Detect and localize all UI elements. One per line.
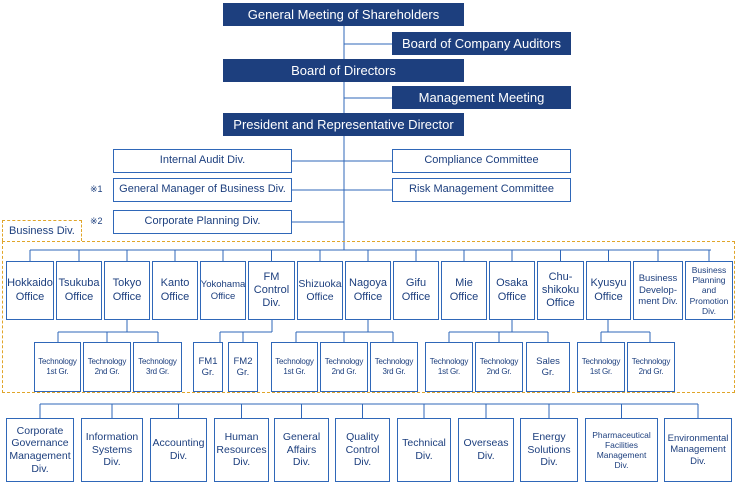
note-mark-1: ※1 xyxy=(90,184,103,194)
office-box: Business Planning and Promotion Div. xyxy=(685,261,733,320)
division-box: Energy Solutions Div. xyxy=(520,418,578,482)
group-box: Technology 1st Gr. xyxy=(425,342,473,392)
division-box: Technical Div. xyxy=(397,418,451,482)
division-box: Corporate Governance Management Div. xyxy=(6,418,74,482)
shareholders-meeting-box: General Meeting of Shareholders xyxy=(223,3,464,26)
compliance-committee-box: Compliance Committee xyxy=(392,149,571,173)
office-box: FM Control Div. xyxy=(248,261,295,320)
corporate-planning-box: Corporate Planning Div. xyxy=(113,210,292,234)
office-box: Kyusyu Office xyxy=(586,261,631,320)
office-box: Business Develop- ment Div. xyxy=(633,261,683,320)
group-box: Technology 2nd Gr. xyxy=(627,342,675,392)
group-box: Technology 2nd Gr. xyxy=(320,342,368,392)
office-box: Chu- shikoku Office xyxy=(537,261,584,320)
office-box: Nagoya Office xyxy=(345,261,391,320)
office-box: Kanto Office xyxy=(152,261,198,320)
office-box: Tsukuba Office xyxy=(56,261,102,320)
group-box: Technology 1st Gr. xyxy=(577,342,625,392)
division-box: Environmental Management Div. xyxy=(664,418,732,482)
office-box: Mie Office xyxy=(441,261,487,320)
business-div-label: Business Div. xyxy=(2,220,82,241)
group-box: Technology 3rd Gr. xyxy=(133,342,182,392)
group-box: Technology 1st Gr. xyxy=(271,342,318,392)
group-box: Technology 3rd Gr. xyxy=(370,342,418,392)
division-box: General Affairs Div. xyxy=(274,418,329,482)
auditors-box: Board of Company Auditors xyxy=(392,32,571,55)
office-box: Osaka Office xyxy=(489,261,535,320)
group-box: Technology 2nd Gr. xyxy=(475,342,523,392)
office-box: Gifu Office xyxy=(393,261,439,320)
business-div-area xyxy=(2,241,735,393)
office-box: Tokyo Office xyxy=(104,261,150,320)
risk-committee-box: Risk Management Committee xyxy=(392,178,571,202)
group-box: FM2 Gr. xyxy=(228,342,258,392)
group-box: Technology 2nd Gr. xyxy=(83,342,131,392)
group-box: FM1 Gr. xyxy=(193,342,223,392)
division-box: Overseas Div. xyxy=(458,418,514,482)
division-box: Quality Control Div. xyxy=(335,418,390,482)
division-box: Human Resources Div. xyxy=(214,418,269,482)
office-box: Hokkaido Office xyxy=(6,261,54,320)
division-box: Pharmaceutical Facilities Management Div… xyxy=(585,418,658,482)
group-box: Sales Gr. xyxy=(526,342,570,392)
division-box: Accounting Div. xyxy=(150,418,207,482)
gm-business-box: General Manager of Business Div. xyxy=(113,178,292,202)
management-meeting-box: Management Meeting xyxy=(392,86,571,109)
board-of-directors-box: Board of Directors xyxy=(223,59,464,82)
group-box: Technology 1st Gr. xyxy=(34,342,81,392)
division-box: Information Systems Div. xyxy=(81,418,143,482)
note-mark-2: ※2 xyxy=(90,216,103,226)
office-box: Yokohama Office xyxy=(200,261,246,320)
president-box: President and Representative Director xyxy=(223,113,464,136)
office-box: Shizuoka Office xyxy=(297,261,343,320)
internal-audit-box: Internal Audit Div. xyxy=(113,149,292,173)
